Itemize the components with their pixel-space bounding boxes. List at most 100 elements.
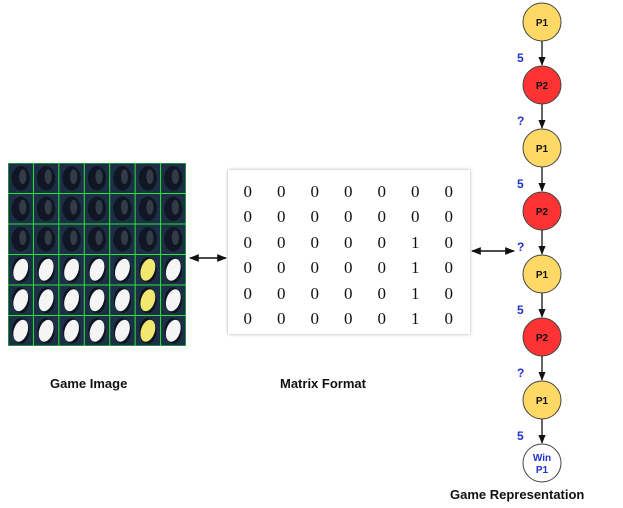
board-cell (36, 227, 56, 252)
board-cell (62, 196, 81, 221)
board-cell (87, 227, 107, 252)
node-label: P1 (536, 18, 549, 29)
slot-shading (146, 169, 154, 185)
player-node-p1 (522, 254, 562, 294)
slot-shading (146, 199, 154, 215)
win-node-label: P1 (536, 465, 549, 476)
board-cell (113, 256, 132, 283)
slot-shading (171, 169, 179, 185)
matrix-cell: 0 (310, 207, 320, 227)
matrix-cell: 0 (310, 283, 320, 303)
board-cell (139, 317, 157, 344)
matrix-cell: 0 (277, 182, 286, 201)
white-piece (165, 289, 181, 312)
matrix-cell: 0 (444, 308, 454, 328)
matrix-cell: 0 (277, 308, 286, 328)
win-node-label: Win (533, 453, 551, 464)
slot-shading (171, 199, 179, 215)
matrix-cell: 0 (411, 182, 420, 201)
matrix-cell: 0 (444, 258, 454, 278)
node-label: P2 (536, 207, 549, 218)
white-piece (89, 319, 105, 342)
board-cell (62, 166, 81, 191)
node-label: P2 (536, 81, 549, 92)
player-node-p1 (522, 380, 562, 420)
edge-label: 5 (517, 51, 524, 65)
matrix-cell: 1 (411, 283, 420, 303)
slot-shading (19, 169, 27, 185)
game-representation-caption: Game Representation (450, 487, 585, 502)
matrix-cell: 0 (344, 283, 353, 303)
board-cell (87, 166, 107, 191)
matrix-cell: 0 (377, 258, 387, 278)
edge-label: 5 (517, 429, 524, 443)
board-cell (62, 317, 81, 344)
board-cell (138, 227, 158, 252)
slot-shading (44, 199, 52, 215)
white-piece (89, 289, 105, 312)
matrix-cell: 0 (243, 182, 253, 201)
board-cell (12, 287, 30, 314)
board-cell (11, 166, 30, 191)
white-piece (38, 258, 54, 281)
slot-shading (70, 169, 78, 185)
matrix-cell: 0 (310, 182, 320, 201)
matrix-cell: 0 (344, 207, 353, 227)
matrix-cell: 1 (411, 258, 420, 278)
white-piece (64, 289, 79, 312)
board-cell (113, 317, 132, 344)
white-piece (64, 258, 79, 281)
matrix-cell: 1 (411, 232, 420, 252)
board-cell (138, 166, 158, 191)
matrix-cell: 0 (344, 182, 353, 201)
board-cell (62, 287, 81, 314)
yellow-piece (140, 319, 156, 342)
board-cell (36, 166, 56, 191)
board-cell (11, 227, 30, 252)
board-cell (164, 166, 183, 191)
game-board-image (8, 163, 186, 346)
matrix-cell: 0 (344, 232, 353, 252)
board-cell (113, 166, 132, 191)
board-cell (164, 227, 183, 252)
slot-shading (95, 230, 103, 246)
matrix-cell: 0 (377, 182, 387, 201)
board-cell (87, 196, 107, 221)
white-piece (165, 258, 181, 281)
node-label: P1 (536, 270, 549, 281)
slot-shading (19, 230, 27, 246)
player-node-p1 (522, 128, 562, 168)
board-cell (37, 287, 55, 314)
slot-shading (70, 230, 78, 246)
edge-label: ? (517, 366, 524, 380)
slot-shading (44, 230, 52, 246)
matrix-cell: 0 (277, 283, 286, 303)
node-label: P1 (536, 144, 549, 155)
node-label: P2 (536, 333, 549, 344)
board-cell (88, 317, 106, 344)
matrix-format-caption: Matrix Format (280, 376, 366, 391)
matrix-cell: 0 (444, 182, 454, 201)
white-piece (165, 319, 181, 342)
matrix-cell: 0 (444, 207, 454, 227)
matrix-cell: 0 (277, 207, 286, 227)
board-cell (88, 256, 106, 283)
slot-shading (95, 199, 103, 215)
board-cell (164, 317, 182, 344)
slot-shading (70, 199, 78, 215)
matrix-cell: 0 (243, 283, 253, 303)
board-cell (88, 287, 106, 314)
white-piece (13, 258, 29, 281)
white-piece (115, 319, 130, 342)
matrix-cell: 0 (377, 207, 387, 227)
white-piece (89, 258, 105, 281)
slot-shading (120, 230, 129, 246)
slot-shading (120, 199, 129, 215)
white-piece (38, 289, 54, 312)
matrix-cell: 0 (411, 207, 420, 227)
white-piece (115, 289, 130, 312)
board-cell (139, 256, 157, 283)
